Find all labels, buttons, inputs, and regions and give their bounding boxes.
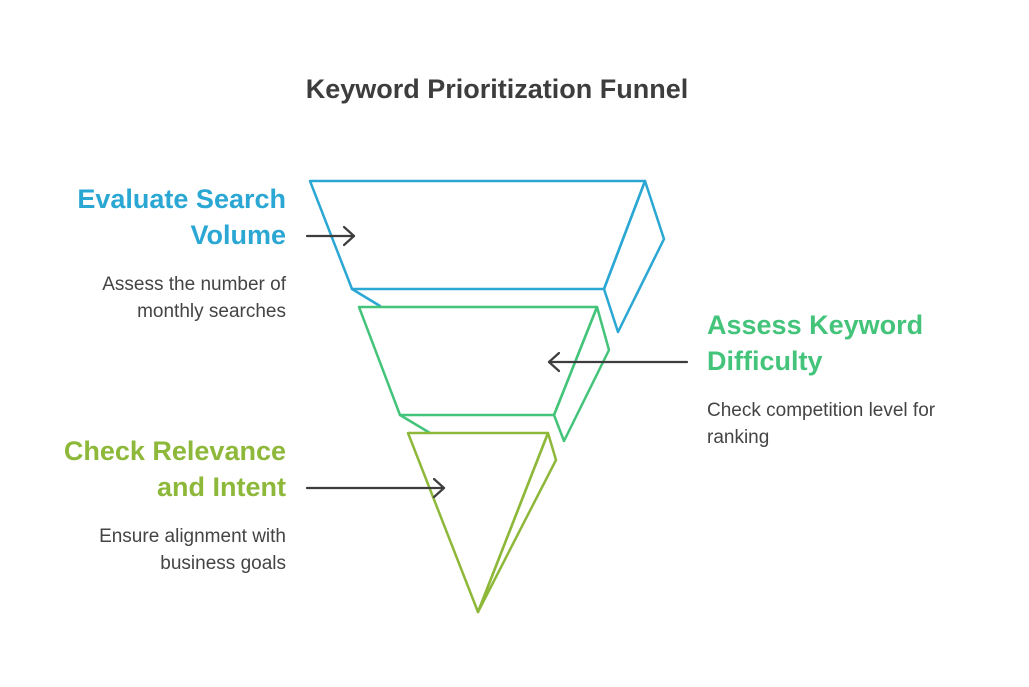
segment-1-front-face (308, 179, 647, 291)
stage-3-heading: Check Relevance and Intent (64, 433, 286, 505)
stage-1-description-line-1: Assess the number of (102, 274, 286, 295)
stage-1-description: Assess the number of monthly searches (102, 271, 286, 325)
stage-2-heading: Assess Keyword Difficulty (707, 307, 923, 379)
stage-3-description-line-2: business goals (160, 553, 286, 574)
stage-2-description: Check competition level for ranking (707, 397, 935, 451)
stage-3-description-line-1: Ensure alignment with (99, 526, 286, 547)
stage-3-description: Ensure alignment with business goals (99, 523, 286, 577)
arrow-right-icon (305, 225, 356, 247)
funnel-segment-relevance-intent (406, 431, 558, 614)
funnel-segment-search-volume (308, 179, 666, 334)
stage-2-description-line-1: Check competition level for (707, 400, 936, 421)
segment-2-side-face (552, 305, 611, 443)
stage-2-heading-line-2: Difficulty (707, 346, 823, 376)
stage-1-heading-line-2: Volume (190, 220, 286, 250)
stage-1-heading: Evaluate Search Volume (77, 181, 286, 253)
stage-3-heading-line-1: Check Relevance (63, 436, 286, 466)
stage-2-description-line-2: ranking (707, 427, 770, 448)
stage-1-heading-line-1: Evaluate Search (77, 184, 286, 214)
stage-2-heading-line-1: Assess Keyword (707, 310, 924, 340)
arrow-right-icon (305, 477, 446, 499)
diagram-title: Keyword Prioritization Funnel (305, 74, 689, 104)
stage-3-heading-line-2: and Intent (157, 472, 286, 502)
segment-1-side-face (602, 179, 666, 334)
segment-3-front-face (406, 431, 550, 614)
segment-3-side-face (476, 431, 558, 614)
funnel-segment-keyword-difficulty (357, 305, 611, 443)
segment-1-bottom-edge (350, 287, 382, 308)
arrow-left-icon (547, 351, 689, 373)
segment-2-bottom-edge (398, 413, 432, 435)
stage-1-description-line-2: monthly searches (137, 301, 286, 322)
